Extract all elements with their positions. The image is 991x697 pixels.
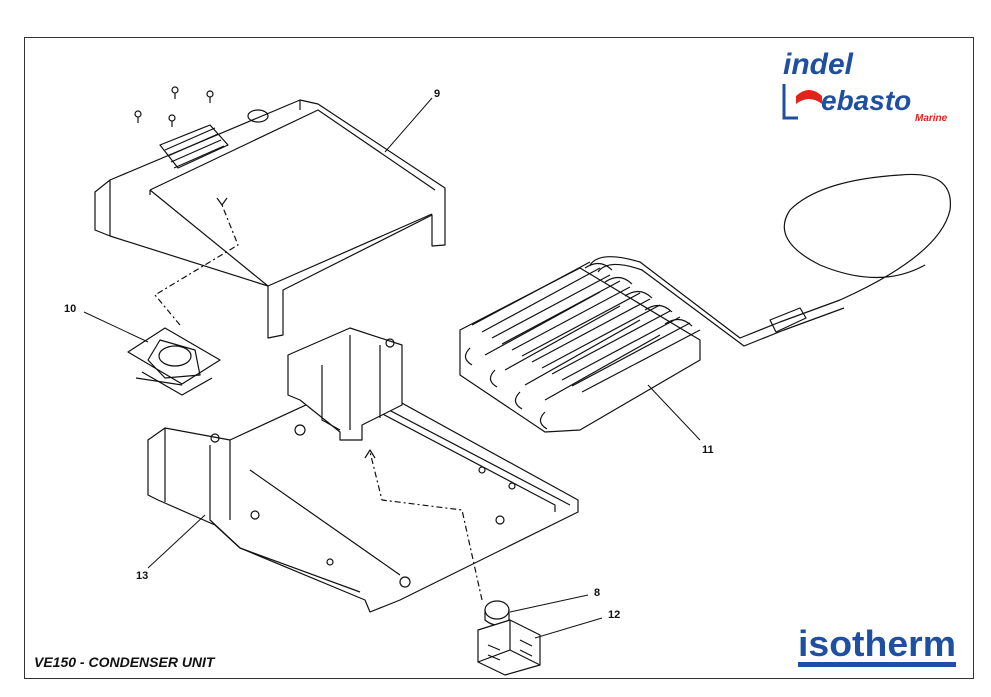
- isotherm-logo: isotherm: [798, 623, 956, 667]
- part-11-condenser: [459, 173, 951, 433]
- callout-11: 11: [702, 444, 714, 456]
- part-12-thermostat: [477, 619, 541, 676]
- drawing-title: VE150 - CONDENSER UNIT: [34, 654, 215, 670]
- svg-text:ebasto: ebasto: [821, 85, 911, 116]
- svg-text:indel: indel: [783, 48, 854, 81]
- svg-text:Marine: Marine: [915, 113, 948, 124]
- part-9-top-cover: [94, 99, 446, 339]
- drawing-frame: [24, 37, 974, 679]
- svg-text:isotherm: isotherm: [798, 623, 956, 664]
- part-10-fan-shroud: [127, 327, 221, 396]
- part-13-base-tray: [147, 327, 579, 613]
- screws: [134, 86, 214, 127]
- indel-webasto-marine-logo: indel ebasto Marine: [782, 48, 948, 124]
- callout-13: 13: [136, 570, 149, 582]
- callout-12: 12: [608, 609, 621, 621]
- callout-8: 8: [594, 587, 601, 599]
- callout-10: 10: [64, 303, 77, 315]
- callout-9: 9: [434, 88, 441, 100]
